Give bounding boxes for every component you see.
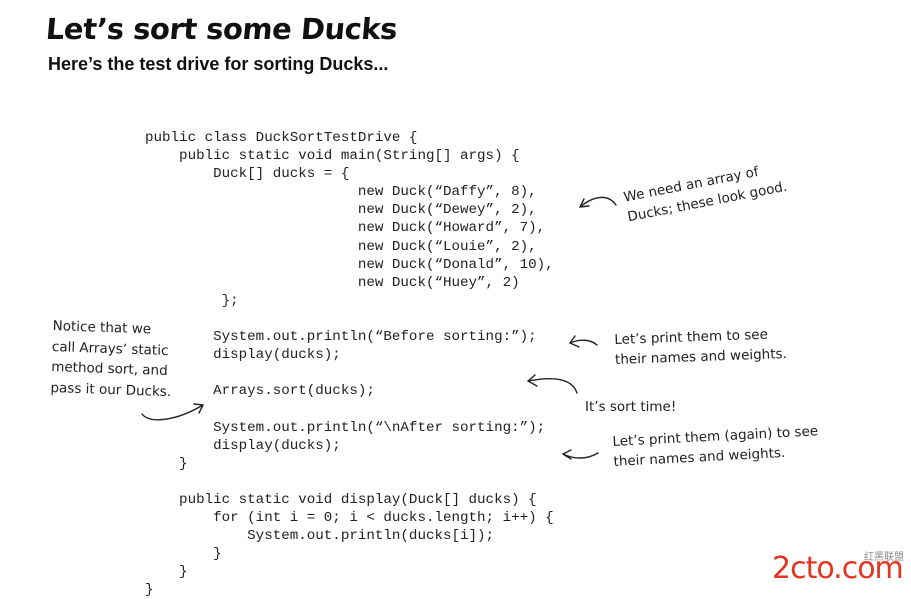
arrow-icon (527, 374, 578, 394)
code-line: }; (145, 292, 239, 309)
code-line: System.out.println(“Before sorting:”); (145, 329, 537, 346)
code-listing: public class DuckSortTestDrive { public … (145, 129, 554, 599)
code-line: new Duck(“Howard”, 7), (145, 220, 546, 237)
arrow-icon (579, 196, 617, 208)
watermark-subtext: 红黑联盟 (864, 552, 904, 563)
code-line: public static void main(String[] args) { (145, 148, 520, 165)
code-line: display(ducks); (145, 347, 341, 364)
code-line: new Duck(“Donald”, 10), (145, 256, 554, 273)
code-line: } (145, 546, 222, 563)
code-line: new Duck(“Huey”, 2) (145, 274, 520, 291)
code-line: } (145, 564, 188, 581)
annotation-line: It’s sort time! (585, 399, 677, 415)
code-line: public class DuckSortTestDrive { (145, 130, 418, 146)
code-line: System.out.println(ducks[i]); (145, 528, 495, 545)
code-line: display(ducks); (145, 437, 341, 454)
code-line: Arrays.sort(ducks); (145, 383, 375, 400)
code-line: new Duck(“Dewey”, 2), (145, 202, 537, 219)
code-line: new Duck(“Daffy”, 8), (145, 184, 537, 201)
code-line: Duck[] ducks = { (145, 166, 350, 183)
watermark-logo: 2cto.com 红黑联盟 (772, 551, 910, 595)
arrow-icon (569, 335, 598, 348)
code-line: new Duck(“Louie”, 2), (145, 238, 537, 255)
arrow-icon (562, 449, 599, 460)
arrow-icon (141, 403, 204, 421)
annotation-sort-time: It’s sort time! (585, 397, 676, 417)
code-line: } (145, 455, 188, 472)
watermark-text: 2cto.com (772, 551, 904, 586)
code-line: for (int i = 0; i < ducks.length; i++) { (145, 509, 554, 526)
code-line: System.out.println(“\nAfter sorting:”); (145, 419, 546, 436)
page-subtitle: Here’s the test drive for sorting Ducks.… (48, 54, 389, 74)
code-line: } (145, 582, 154, 599)
code-line: public static void display(Duck[] ducks)… (145, 491, 537, 508)
